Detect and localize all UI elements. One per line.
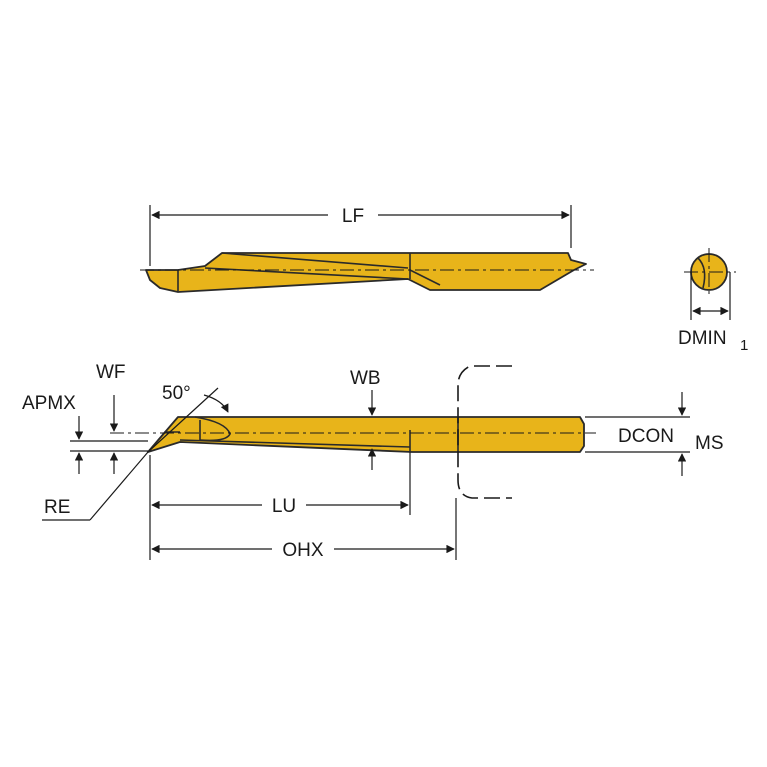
re-label: RE	[44, 497, 70, 518]
side-taper-edge	[179, 439, 411, 448]
dmin-label: DMIN	[678, 328, 727, 349]
angle-label: 50°	[162, 383, 191, 404]
dcon-label: DCON	[618, 426, 674, 447]
lf-label: LF	[342, 206, 364, 227]
re-leader	[89, 451, 149, 521]
angle-ref-line	[147, 387, 219, 453]
dcon-subscript: MS	[695, 433, 724, 454]
apmx-label: APMX	[22, 393, 76, 414]
side-view: 50° RE APMX WF WB DCON MS LU	[22, 362, 724, 561]
ohx-label: OHX	[282, 540, 324, 561]
angle-arc	[203, 394, 229, 413]
top-flute-edge	[204, 267, 409, 280]
holder-outline	[457, 365, 512, 499]
wf-label: WF	[96, 362, 126, 383]
top-flute-edge-2	[221, 252, 409, 269]
lu-label: LU	[272, 496, 296, 517]
side-tip-edge	[147, 431, 180, 453]
tool-body-side	[147, 416, 585, 453]
end-view-flute	[697, 257, 706, 289]
top-neck-taper	[409, 269, 441, 286]
top-view: LF	[140, 205, 594, 293]
wb-label: WB	[350, 368, 381, 389]
dmin-subscript: 1	[740, 337, 748, 354]
end-view: DMIN 1	[678, 248, 748, 354]
tool-body-top	[145, 252, 587, 293]
